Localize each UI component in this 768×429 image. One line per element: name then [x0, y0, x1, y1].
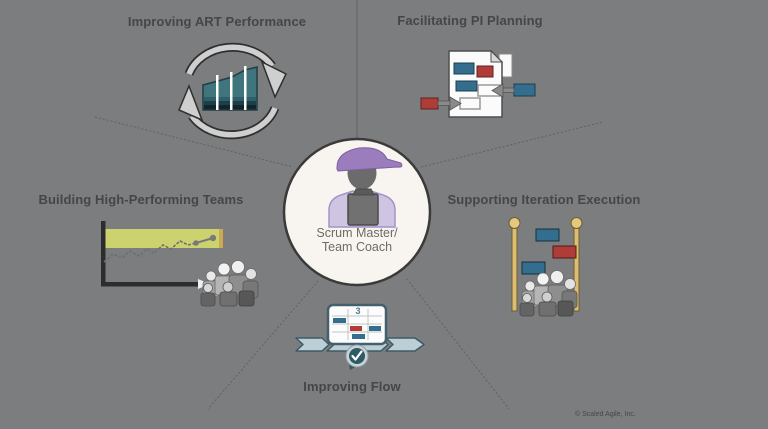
copyright-notice: © Scaled Agile, Inc. — [575, 411, 636, 418]
center-role-label: Scrum Master/ Team Coach — [316, 226, 397, 254]
divider-line-lower-right — [406, 278, 510, 410]
label-building-high-performing-teams: Building High-Performing Teams — [38, 192, 244, 207]
left-pole — [511, 224, 518, 312]
visor-cap-icon — [336, 147, 403, 172]
blue-card — [453, 62, 475, 75]
divider-line-lower-left — [207, 280, 319, 410]
iteration-kanban-team-icon — [508, 217, 583, 317]
arrow-right-icon — [437, 96, 462, 111]
label-improving-flow: Improving Flow — [303, 379, 401, 394]
rising-area-chart — [202, 66, 258, 111]
label-improving-art-performance: Improving ART Performance — [127, 14, 307, 29]
check-badge-icon — [345, 344, 369, 370]
growth-chart-team-icon — [101, 221, 259, 307]
x-axis — [101, 282, 198, 287]
planning-board-cards-icon — [420, 49, 536, 118]
wip-limit-number: 3 — [355, 306, 360, 316]
center-role-circle — [282, 137, 432, 287]
trend-line — [103, 240, 197, 263]
label-supporting-iteration-execution: Supporting Iteration Execution — [447, 192, 641, 207]
divider-line-upper-right — [420, 121, 604, 168]
sector-divider-lines — [94, 0, 604, 410]
cycle-arrows-bar-chart-icon — [178, 42, 287, 140]
blue-card — [513, 83, 536, 97]
label-facilitating-pi-planning: Facilitating PI Planning — [397, 13, 543, 28]
team-group-icon — [519, 270, 578, 317]
center-role-label-line1: Scrum Master/ — [316, 226, 398, 240]
team-group-icon — [200, 260, 259, 307]
red-card — [420, 97, 439, 110]
blue-card — [455, 80, 478, 92]
flow-chevron-board-check-icon: 3 — [295, 303, 425, 370]
empty-slot — [459, 97, 481, 110]
arrow-left-icon — [491, 83, 515, 98]
clipboard-icon — [347, 193, 379, 226]
center-role-label-line2: Team Coach — [321, 240, 393, 254]
red-card — [476, 65, 494, 78]
target-band — [105, 229, 219, 248]
y-axis — [101, 221, 106, 286]
blue-card — [521, 261, 546, 275]
blue-card — [535, 228, 560, 242]
scrum-master-person-icon — [328, 147, 403, 228]
red-card — [552, 245, 577, 259]
